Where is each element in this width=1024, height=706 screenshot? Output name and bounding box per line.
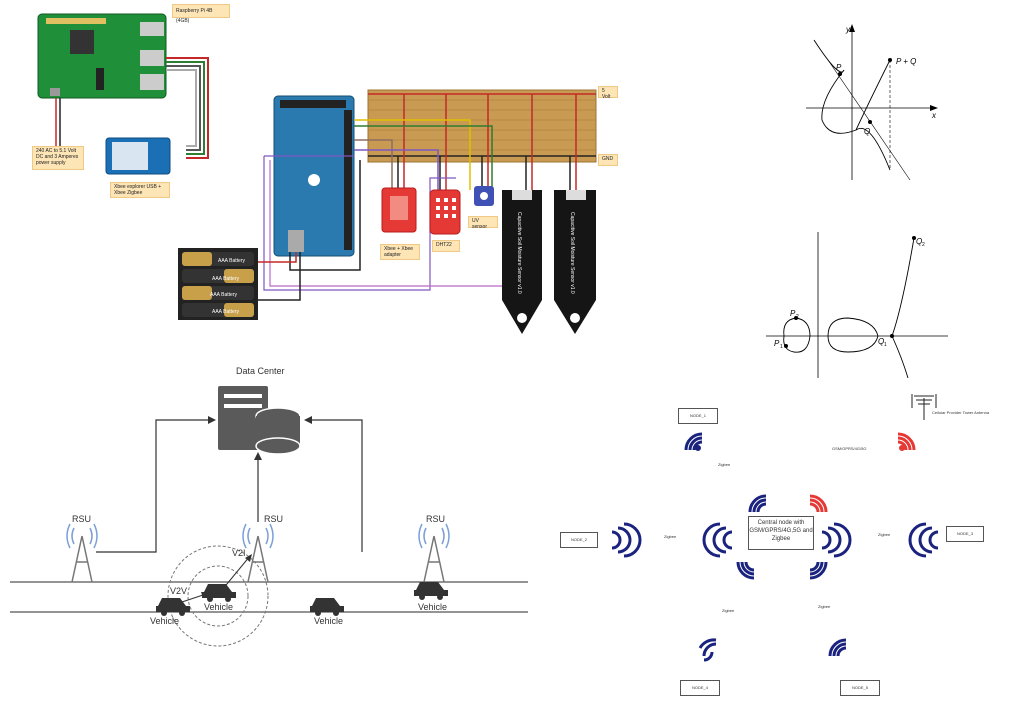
- wifi-icon-bottom-right: [828, 638, 847, 657]
- top-node-box: NODE_1: [678, 408, 718, 424]
- zigbee-label-3: Zigbee: [878, 532, 891, 537]
- rsu-mid-label: RSU: [264, 514, 284, 524]
- bottom-left-node-box: NODE_4: [680, 680, 720, 696]
- battery-text-3: AAA Battery: [210, 292, 237, 298]
- zigbee-label-5: Zigbee: [818, 604, 831, 609]
- moisture-sensor-2: [554, 190, 596, 334]
- wifi-icon-center-right: [821, 522, 852, 558]
- vehicle-label-2: Vehicle: [204, 602, 234, 612]
- left-node-box: NODE_2: [560, 532, 598, 548]
- zigbee-label-1: Zigbee: [718, 462, 731, 467]
- dht22-sensor: [429, 189, 461, 235]
- curve2-branch: [891, 237, 915, 379]
- right-node-box: NODE_3: [946, 526, 984, 542]
- rsu-left-label: RSU: [72, 514, 92, 524]
- zigbee-label-4: Zigbee: [722, 608, 735, 613]
- vehicle-car-3: [310, 598, 344, 616]
- gateway-label: GSM/GPRS/4G/5G: [832, 446, 867, 451]
- vehicle-label-4: Vehicle: [418, 602, 448, 612]
- antenna-label: Cellular Provider Tower Antenna: [932, 410, 990, 415]
- curve2-p1-label: P: [774, 339, 780, 348]
- curve2-q2-sub: 2: [922, 242, 925, 248]
- network-diagram: NODE_1 GSM/GPRS/4G/5G Cellular Provider …: [556, 390, 1024, 706]
- rpi-label: Raspberry Pi 4B (4GB): [172, 4, 230, 24]
- curve2-p2-label: P: [790, 309, 796, 318]
- rsu-tower-mid: [242, 523, 274, 583]
- battery-text-1: AAA Battery: [218, 258, 245, 264]
- wifi-icon-bottom-left: [698, 638, 717, 662]
- gnd-label: GND: [598, 154, 618, 166]
- curve2-p2-sub: 2: [796, 314, 799, 320]
- rsu-tower-left: [66, 523, 98, 583]
- circuit-wiring: AAA Battery AAA Battery AAA Battery AAA …: [37, 13, 597, 334]
- battery-text-2: AAA Battery: [212, 276, 239, 282]
- volt5-label: 5 Volt: [598, 86, 618, 100]
- v2i-label: V2I: [232, 548, 246, 558]
- xbee-adapter-label: Xbee + Xbee adapter: [380, 244, 420, 260]
- dht22-label: DHT22: [432, 240, 460, 252]
- wifi-icon-center-left: [702, 522, 733, 558]
- vehicle-car-1: [156, 598, 190, 616]
- vehicle-car-2: [202, 584, 236, 602]
- vehicle-label-1: Vehicle: [150, 616, 180, 626]
- xbee-explorer-label: Xbee explorer USB + Xbee Zigbee: [110, 182, 170, 198]
- vanet-diagram: Data Center RSU RSU RSU V2I V2V Vehicle …: [0, 356, 540, 706]
- rsu-tower-right: [418, 523, 450, 583]
- bottom-right-node-box: NODE_5: [840, 680, 880, 696]
- curve2-q1-sub: 1: [884, 342, 887, 348]
- central-node-box: Central node with GSM/GPRS/4G,5G and Zig…: [748, 516, 814, 550]
- wifi-icon-center-bottom-left: [736, 561, 755, 580]
- uv-label: UV sensor: [468, 216, 498, 230]
- curve1-y-label: y: [845, 25, 851, 34]
- curve2-p1-sub: 1: [780, 344, 783, 350]
- moisture-text-2: Capacitive Soil Moisture Sensor v1.0: [569, 212, 575, 294]
- vehicle-label-3: Vehicle: [314, 616, 344, 626]
- wifi-icon-center-top-left: [748, 494, 767, 513]
- vehicle-car-4: [414, 582, 448, 600]
- wifi-icon-center-top-right: [809, 494, 828, 513]
- circuit-diagram: AAA Battery AAA Battery AAA Battery AAA …: [0, 0, 620, 350]
- moisture-sensor-1: [502, 190, 542, 334]
- curve1-q-label: Q: [864, 127, 870, 136]
- wifi-icon-top-left: [684, 432, 703, 451]
- battery-text-4: AAA Battery: [212, 309, 239, 315]
- zigbee-label-2: Zigbee: [664, 534, 677, 539]
- v2v-label: V2V: [170, 586, 188, 596]
- curve2-loop-left: [783, 317, 811, 353]
- rsu-right-label: RSU: [426, 514, 446, 524]
- curve1-path: [813, 39, 891, 171]
- wifi-icon-right: [908, 522, 939, 558]
- elliptic-curve-points: Q 2 P 2 P 1 Q 1: [762, 228, 950, 380]
- curve1-x-label: x: [931, 111, 937, 120]
- curve1-pq-label: P + Q: [896, 57, 916, 66]
- wifi-icon-center-bottom-right: [809, 561, 828, 580]
- curve1-p-label: P: [836, 63, 842, 72]
- antenna-icon: [911, 394, 937, 420]
- wifi-icon-top-right: [897, 432, 916, 451]
- elliptic-curve-addition: y x P Q P + Q: [800, 20, 950, 190]
- curve2-q2-label: Q: [916, 237, 922, 246]
- wifi-icon-left: [611, 522, 642, 558]
- data-center-server-icon: [218, 386, 268, 450]
- curve2-loop-mid: [827, 317, 879, 353]
- data-center-label: Data Center: [236, 366, 285, 376]
- power-supply-label: 240 AC to 5.1 Volt DC and 3 Amperes powe…: [32, 146, 84, 170]
- curve2-q1-label: Q: [878, 337, 884, 346]
- moisture-text-1: Capacitive Soil Moisture Sensor v1.0: [516, 212, 522, 294]
